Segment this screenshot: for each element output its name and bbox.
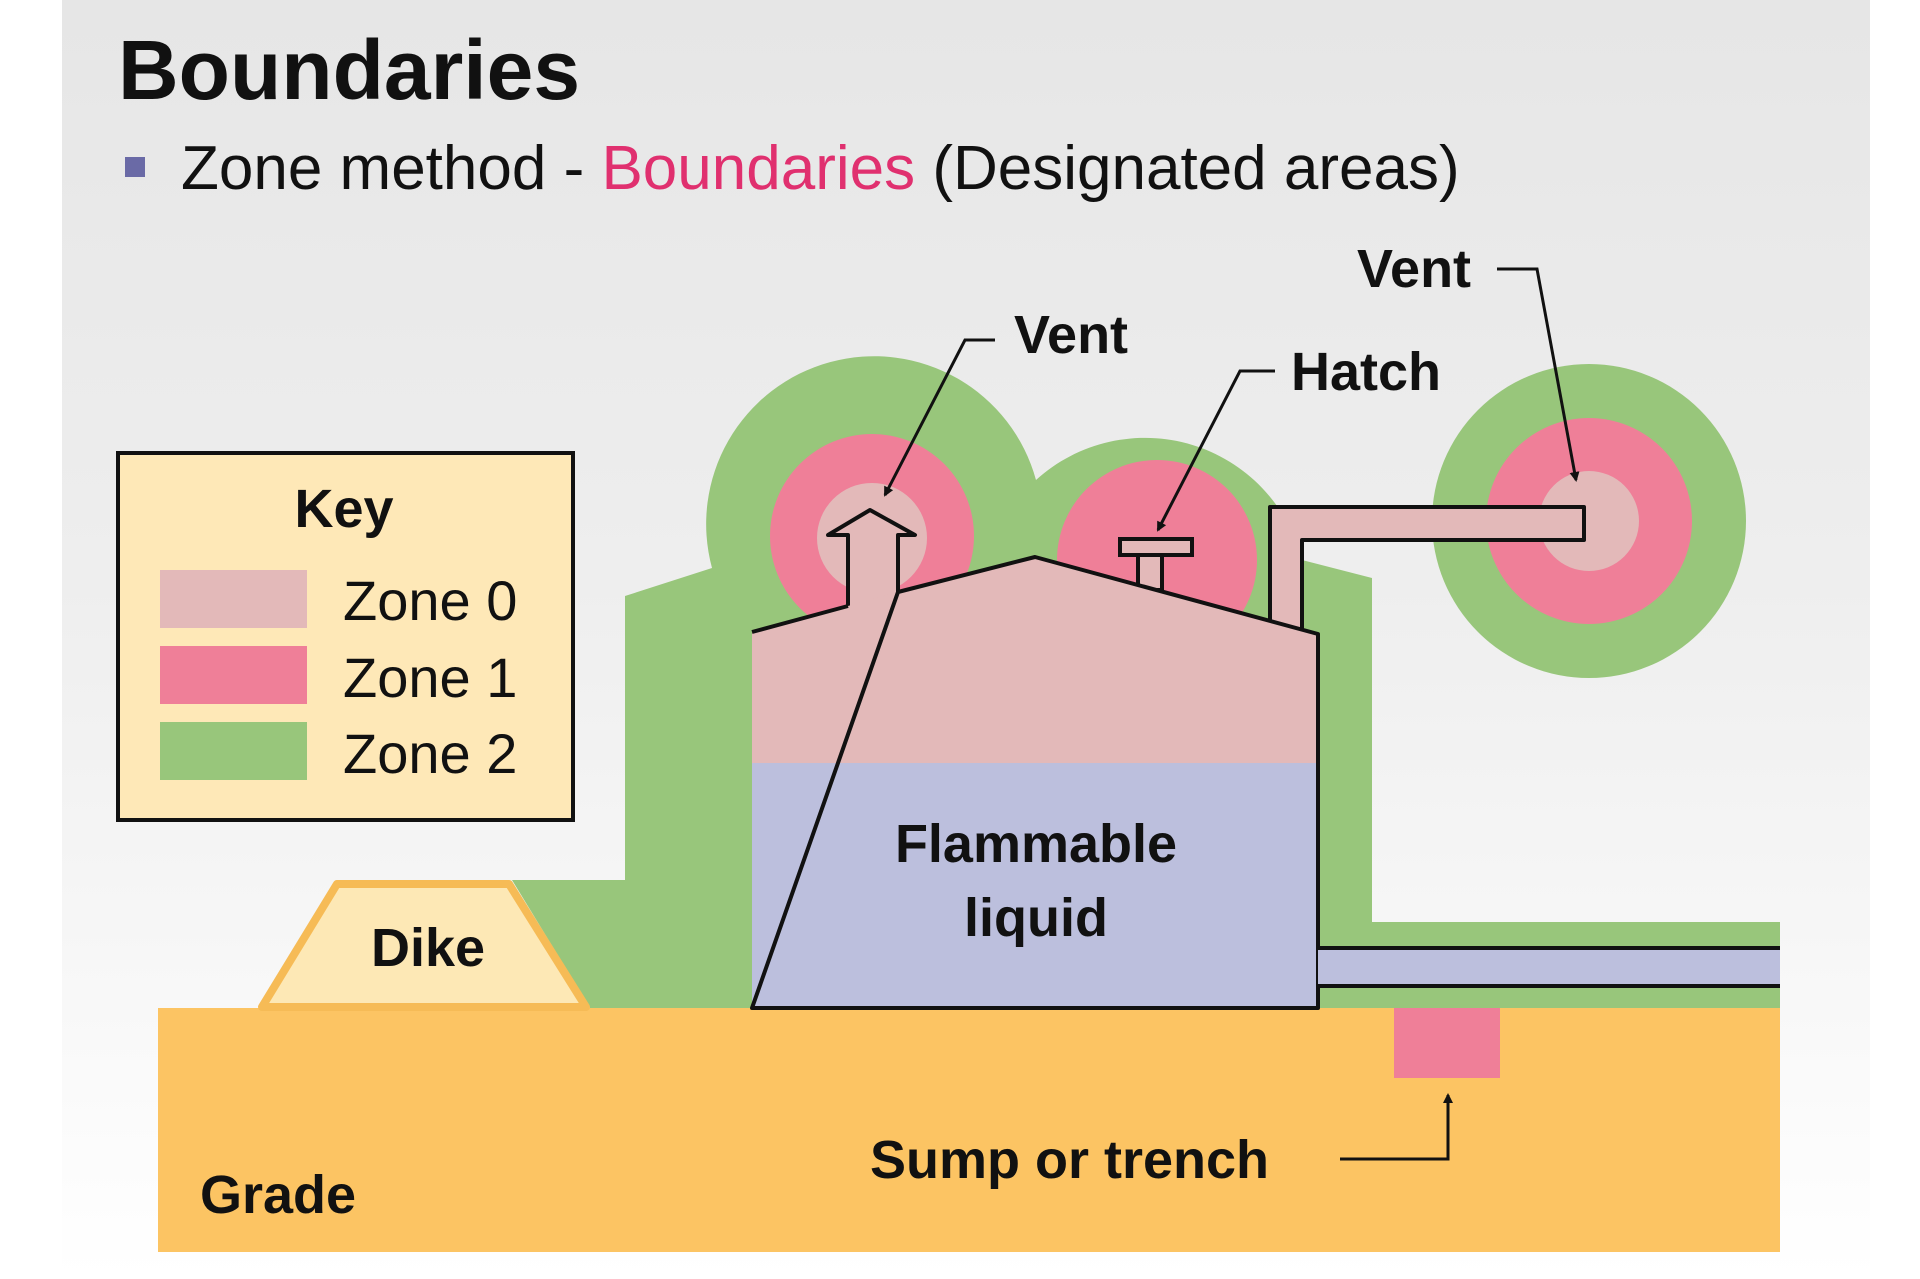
legend-title: Key <box>294 479 393 539</box>
legend-swatch-zone0 <box>160 570 307 628</box>
label-sump: Sump or trench <box>870 1130 1269 1190</box>
legend-swatch-zone1 <box>160 646 307 704</box>
zone0-vent-right <box>1539 471 1639 571</box>
legend: Key Zone 0 Zone 1 Zone 2 <box>116 451 575 822</box>
label-liquid-line1: Flammable <box>895 814 1177 874</box>
leader-hatch <box>1156 369 1275 532</box>
sump-trench <box>1394 1008 1500 1078</box>
tank-liquid <box>752 763 1318 1008</box>
label-hatch: Hatch <box>1291 342 1441 402</box>
hatch-cap <box>1118 537 1194 557</box>
leader-vent-left <box>883 338 995 497</box>
label-dike: Dike <box>371 918 485 978</box>
label-vent-left: Vent <box>1014 305 1128 365</box>
label-grade: Grade <box>200 1165 356 1225</box>
subtitle: Zone method - Boundaries (Designated are… <box>125 138 1460 200</box>
leader-sump <box>1340 1093 1453 1161</box>
leader-vent-right <box>1497 267 1580 482</box>
label-vent-right: Vent <box>1357 239 1471 299</box>
subtitle-prefix: Zone method - <box>181 134 602 203</box>
legend-label-zone2: Zone 2 <box>343 722 517 785</box>
grade-ground <box>158 1008 1780 1252</box>
subtitle-suffix: (Designated areas) <box>915 134 1460 203</box>
legend-label-zone1: Zone 1 <box>343 646 517 709</box>
dike <box>258 880 590 1011</box>
legend-swatch-zone2 <box>160 722 307 780</box>
bullet-square-icon <box>125 156 145 177</box>
label-liquid-line2: liquid <box>964 888 1108 948</box>
legend-label-zone0: Zone 0 <box>343 569 517 632</box>
outlet-pipe <box>1318 948 1780 986</box>
tank-outline <box>750 555 1320 1010</box>
page-title: Boundaries <box>118 23 581 117</box>
subtitle-highlight: Boundaries <box>601 134 916 203</box>
